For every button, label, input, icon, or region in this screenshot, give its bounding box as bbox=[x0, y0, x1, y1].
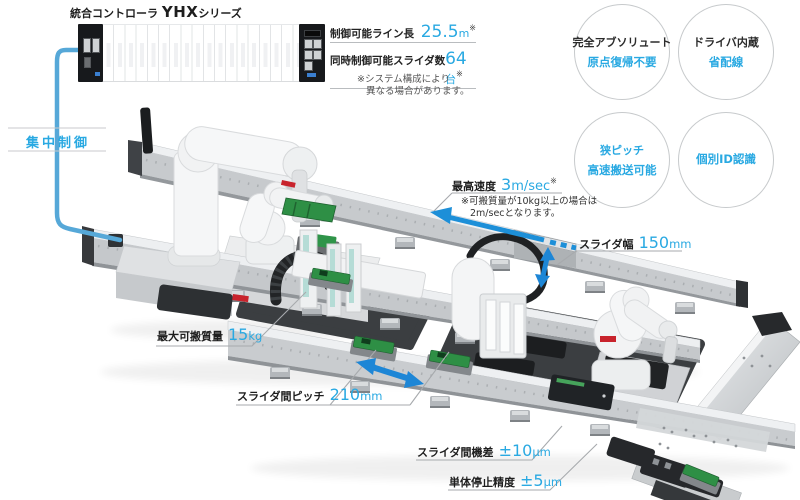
controller-module-right bbox=[299, 24, 325, 82]
controller-slots bbox=[103, 24, 299, 82]
footnote-mark: ※ bbox=[469, 23, 476, 33]
yamaha-logo-mark bbox=[280, 179, 296, 188]
speed-note-line1: ※可搬質量が10kg以上の場合は bbox=[461, 196, 598, 207]
spec-label: 制御可能ライン長 bbox=[330, 28, 414, 40]
spec-note: ※システム構成により 異なる場合があります。 bbox=[357, 74, 470, 99]
bolt-holes bbox=[658, 426, 738, 450]
callout-max-speed: 最高速度 3m/sec※ bbox=[452, 175, 557, 195]
feature-circle-driver: ドライバ内蔵 省配線 bbox=[678, 4, 774, 100]
controller-label: 統合コントローラ bbox=[70, 7, 158, 20]
feature-circle-id: 個別ID認識 bbox=[678, 112, 774, 208]
callout-slider-width: スライダ幅 150mm bbox=[579, 233, 692, 252]
spec-note-line2: 異なる場合があります。 bbox=[366, 86, 470, 98]
spec-note-line1: ※システム構成により bbox=[357, 74, 450, 85]
articulated-robot-right bbox=[591, 286, 678, 391]
rail-feet bbox=[270, 367, 610, 436]
spec-label: 同時制御可能スライダ数 bbox=[330, 55, 446, 67]
pcb-slider bbox=[349, 335, 397, 362]
leader-lines bbox=[156, 192, 682, 491]
controller-module-left bbox=[78, 24, 103, 82]
centralized-control-banner: 集中制御 bbox=[10, 132, 106, 151]
articulated-robot-left bbox=[239, 179, 337, 265]
centralized-control-label: 集中制御 bbox=[25, 136, 90, 151]
footnote-mark: ※ bbox=[550, 176, 557, 186]
pcb-slider bbox=[425, 349, 473, 376]
speed-note-line2: 2m/secとなります。 bbox=[470, 208, 561, 220]
series-name: YHX bbox=[161, 3, 199, 21]
spec-unit: 台 bbox=[445, 73, 457, 86]
footnote-mark: ※ bbox=[456, 69, 463, 79]
pcb-slider bbox=[679, 464, 721, 495]
pcb-slider bbox=[308, 267, 354, 293]
callout-slider-machine-diff: スライダ間機差 ±10μm bbox=[417, 441, 551, 460]
callout-stop-accuracy: 単体停止精度 ±5μm bbox=[449, 471, 563, 490]
cylinder-robot bbox=[451, 233, 548, 359]
yamaha-logo-mark bbox=[600, 336, 616, 342]
speed-arrow bbox=[430, 207, 577, 251]
page-title: 統合コントローラ YHXシリーズ bbox=[70, 3, 242, 21]
spec-unit: m bbox=[458, 27, 470, 40]
spec-value: 25.5 bbox=[420, 22, 459, 42]
black-slider-module bbox=[547, 374, 615, 411]
spec-row-line-length: 制御可能ライン長 25.5m※ bbox=[330, 22, 476, 43]
feature-circle-absolute: 完全アブソリュート 原点復帰不要 bbox=[573, 4, 672, 100]
speed-note: ※可搬質量が10kg以上の場合は 2m/secとなります。 bbox=[461, 196, 597, 221]
spec-value: 64 bbox=[445, 49, 467, 69]
spec-row-slider-count: 同時制御可能スライダ数 64 台※ bbox=[330, 49, 476, 89]
robot-cable bbox=[466, 233, 548, 304]
feature-circle-pitch: 狭ピッチ 高速搬送可能 bbox=[574, 112, 670, 208]
callout-slider-pitch: スライダ間ピッチ 210mm bbox=[237, 385, 383, 404]
yamaha-logo-mark bbox=[232, 294, 249, 303]
callout-max-payload: 最大可搬質量 15kg bbox=[157, 325, 263, 344]
width-arrow bbox=[535, 247, 555, 288]
rail-branch-right bbox=[689, 312, 800, 441]
series-suffix: シリーズ bbox=[198, 7, 242, 20]
control-cable bbox=[54, 47, 123, 243]
scara-robot bbox=[115, 107, 318, 320]
pitch-arrow bbox=[356, 358, 424, 388]
rail-feet bbox=[300, 215, 695, 314]
controller-illustration bbox=[78, 24, 325, 82]
